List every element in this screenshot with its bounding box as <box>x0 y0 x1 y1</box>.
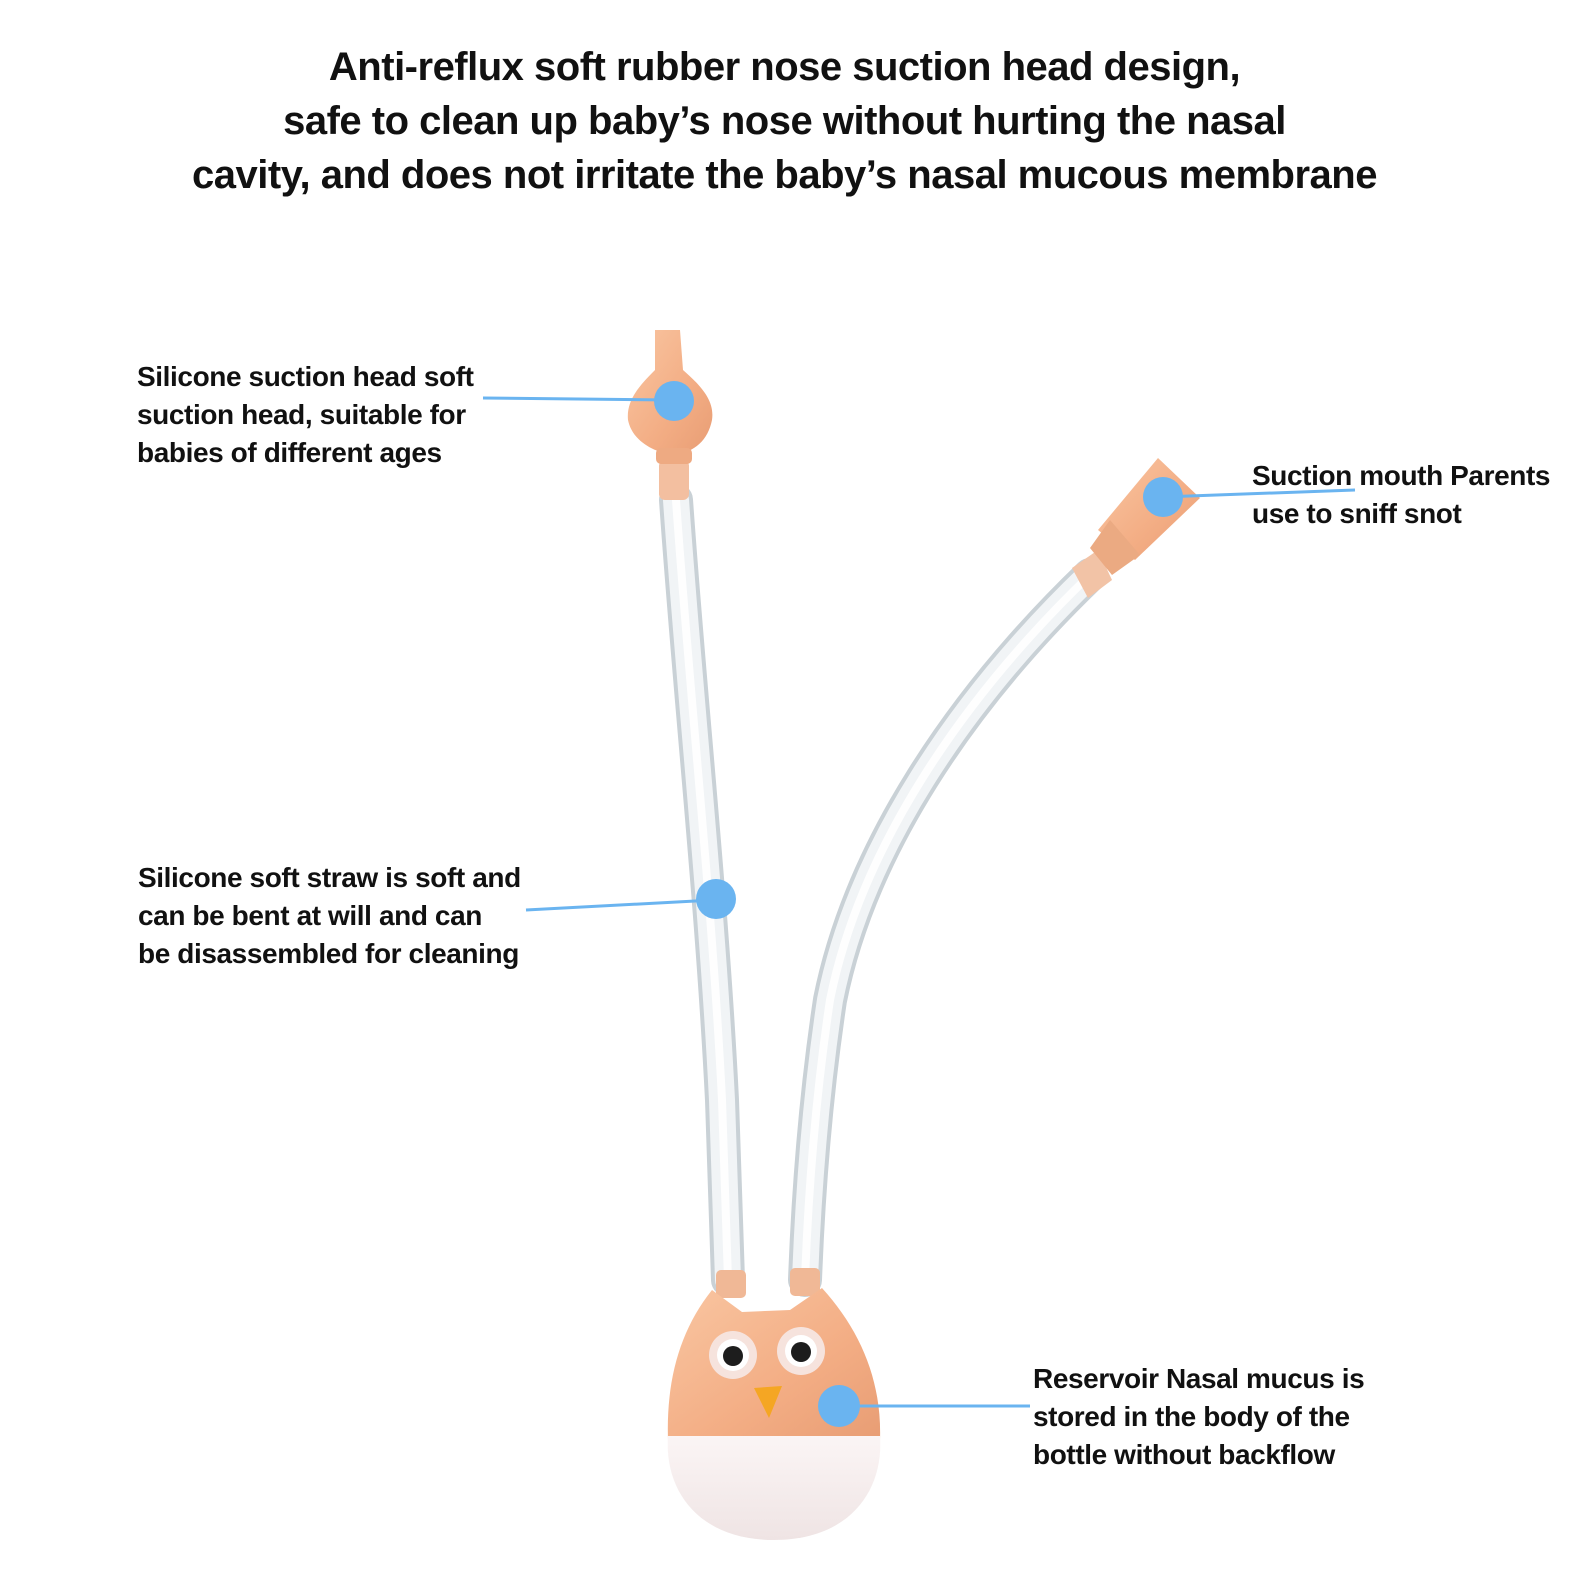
callout-line: babies of different ages <box>137 437 442 468</box>
marker-reservoir <box>818 1385 860 1427</box>
callout-line: Reservoir Nasal mucus is <box>1033 1363 1365 1394</box>
callout-straw: Silicone soft straw is soft and can be b… <box>138 859 521 973</box>
callout-line: use to sniff snot <box>1252 498 1462 529</box>
callout-suction-mouth: Suction mouth Parents use to sniff snot <box>1252 457 1550 533</box>
callout-line: Suction mouth Parents <box>1252 460 1551 491</box>
callout-line: Silicone soft straw is soft and <box>138 862 521 893</box>
suction-mouthpiece <box>1072 458 1200 598</box>
left-straw-tube <box>659 483 745 1297</box>
callout-line: can be bent at will and can <box>138 900 482 931</box>
headline-line-2: safe to clean up baby’s nose without hur… <box>283 99 1286 143</box>
marker-straw <box>696 879 736 919</box>
callout-markers <box>482 381 1356 1427</box>
marker-suction-mouth <box>1143 477 1183 517</box>
headline-line-3: cavity, and does not irritate the baby’s… <box>192 153 1377 197</box>
callout-line: stored in the body of the <box>1033 1401 1350 1432</box>
leader-line-suction-mouth <box>1161 488 1356 499</box>
callout-line: suction head, suitable for <box>137 399 466 430</box>
right-straw-tube <box>788 558 1107 1297</box>
marker-suction-head <box>654 381 694 421</box>
callout-reservoir: Reservoir Nasal mucus is stored in the b… <box>1033 1360 1365 1474</box>
callout-line: bottle without backflow <box>1033 1439 1335 1470</box>
headline: Anti-reflux soft rubber nose suction hea… <box>0 40 1569 202</box>
callout-suction-head: Silicone suction head soft suction head,… <box>137 358 474 472</box>
headline-line-1: Anti-reflux soft rubber nose suction hea… <box>328 45 1241 89</box>
leader-line-suction-head <box>482 396 673 402</box>
leader-line-straw <box>525 898 715 912</box>
callout-line: be disassembled for cleaning <box>138 938 519 969</box>
callout-line: Silicone suction head soft <box>137 361 474 392</box>
